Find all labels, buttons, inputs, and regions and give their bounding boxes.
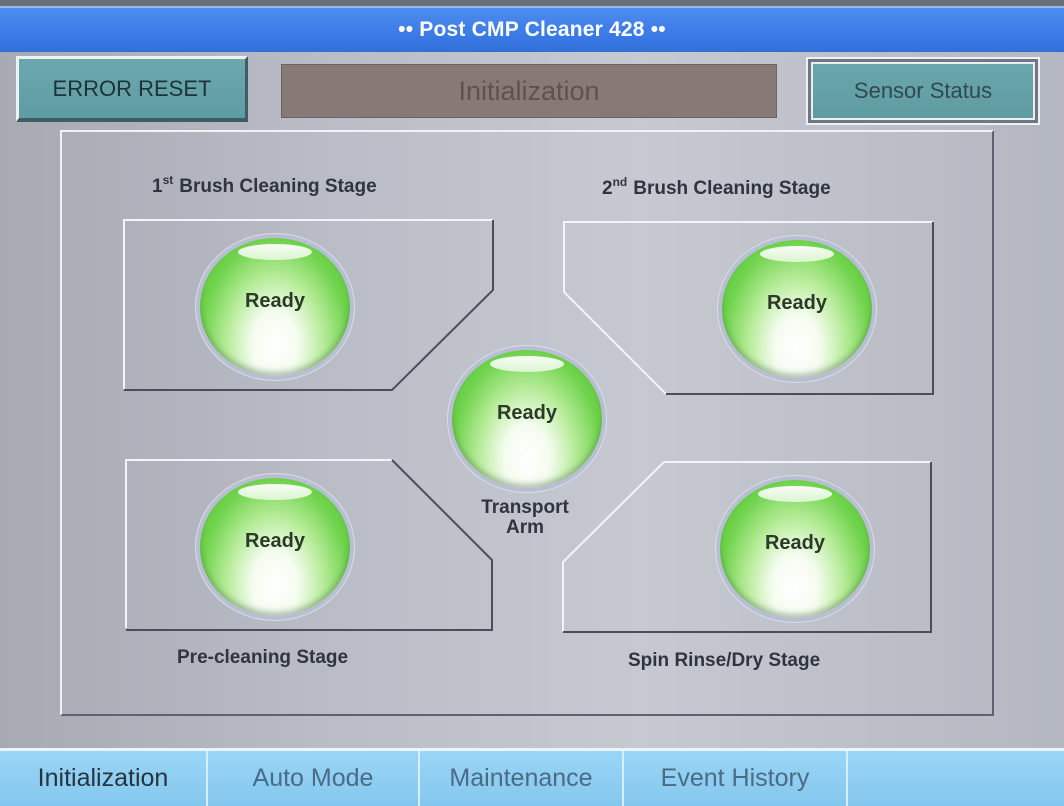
tab-maintenance[interactable]: Maintenance: [420, 751, 624, 806]
sensor-status-button[interactable]: Sensor Status: [811, 62, 1035, 120]
brush2-status-text: Ready: [766, 291, 828, 314]
tab-initialization-label: Initialization: [37, 764, 169, 792]
brush2-stage-title: 2nd Brush Cleaning Stage: [602, 175, 831, 200]
spin-title-text: Spin Rinse/Dry Stage: [628, 650, 821, 671]
bottom-tab-bar: Initialization Auto Mode Maintenance Eve…: [0, 748, 1064, 806]
preclean-status-text: Ready: [244, 529, 306, 552]
transport-arm-title-line2: Arm: [505, 517, 544, 538]
tab-auto-mode[interactable]: Auto Mode: [208, 751, 420, 806]
spin-stage-title: Spin Rinse/Dry Stage: [628, 650, 820, 672]
brush2-ordinal: 2: [602, 178, 613, 199]
error-reset-button[interactable]: ERROR RESET: [16, 56, 248, 122]
window-title: •• Post CMP Cleaner 428 ••: [0, 6, 1064, 52]
brush1-ordinal-suffix: st: [162, 173, 174, 187]
brush1-stage-title: 1st Brush Cleaning Stage: [152, 173, 377, 198]
brush2-ordinal-suffix: nd: [612, 175, 628, 189]
preclean-status-indicator[interactable]: Ready: [200, 478, 350, 616]
transport-arm-status-text: Ready: [496, 401, 558, 424]
top-bezel: [0, 0, 1064, 6]
sensor-status-frame: Sensor Status: [806, 57, 1040, 125]
mode-status-display: Initialization: [281, 64, 777, 118]
preclean-stage-title: Pre-cleaning Stage: [177, 647, 348, 669]
error-reset-label: ERROR RESET: [52, 75, 212, 101]
brush1-ordinal: 1: [152, 176, 163, 197]
tab-auto-mode-label: Auto Mode: [252, 764, 374, 792]
mode-status-text: Initialization: [458, 75, 600, 106]
spin-status-indicator[interactable]: Ready: [720, 480, 870, 618]
brush1-status-indicator[interactable]: Ready: [200, 238, 350, 376]
stage-overview-panel: [60, 130, 994, 716]
brush1-status-text: Ready: [244, 289, 306, 312]
tab-event-history[interactable]: Event History: [624, 751, 848, 806]
window-title-text: •• Post CMP Cleaner 428 ••: [398, 18, 666, 41]
spin-status-text: Ready: [764, 531, 826, 554]
tab-initialization[interactable]: Initialization: [0, 751, 208, 806]
tab-maintenance-label: Maintenance: [449, 764, 593, 792]
brush2-title-text: Brush Cleaning Stage: [633, 178, 831, 199]
brush2-status-indicator[interactable]: Ready: [722, 240, 872, 378]
sensor-status-label: Sensor Status: [853, 78, 993, 103]
brush1-title-text: Brush Cleaning Stage: [179, 176, 377, 197]
tab-empty-slot: [848, 751, 1064, 806]
transport-arm-title-line1: Transport: [481, 497, 569, 518]
transport-arm-title: Transport Arm: [455, 498, 595, 538]
preclean-title-text: Pre-cleaning Stage: [177, 647, 349, 668]
tab-event-history-label: Event History: [660, 764, 810, 792]
transport-arm-status-indicator[interactable]: Ready: [452, 350, 602, 488]
